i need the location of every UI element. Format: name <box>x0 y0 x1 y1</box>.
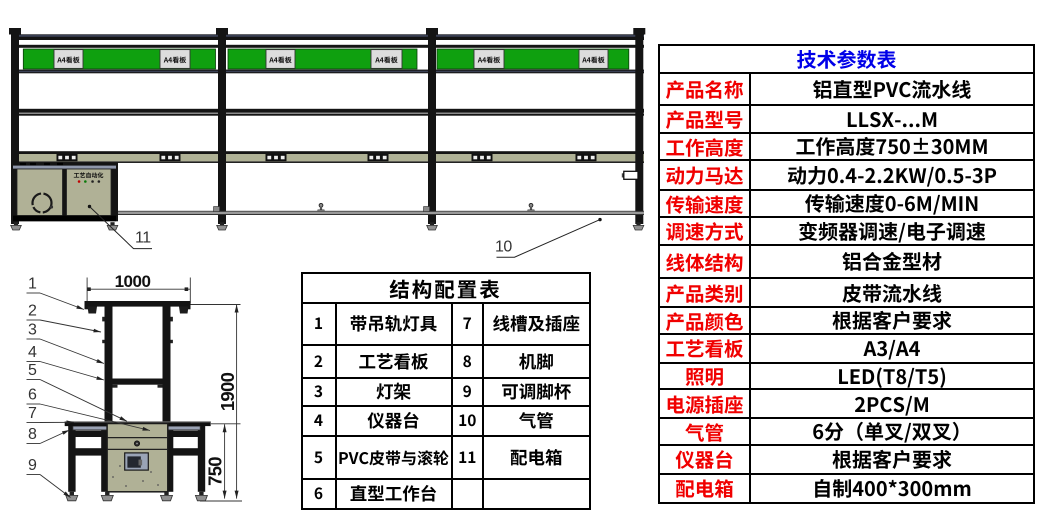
svg-text:8: 8 <box>28 426 37 443</box>
svg-text:A4看板: A4看板 <box>163 56 187 66</box>
svg-text:11: 11 <box>135 230 151 247</box>
svg-text:1900: 1900 <box>217 372 238 411</box>
svg-text:1000: 1000 <box>115 272 151 291</box>
svg-text:5: 5 <box>28 362 37 379</box>
svg-text:750: 750 <box>205 457 226 486</box>
svg-text:A4看板: A4看板 <box>374 56 398 66</box>
svg-text:1: 1 <box>28 276 37 293</box>
svg-text:10: 10 <box>495 239 512 256</box>
svg-text:4: 4 <box>28 344 37 361</box>
svg-text:A4看板: A4看板 <box>268 56 292 66</box>
svg-text:A4看板: A4看板 <box>581 56 605 66</box>
svg-text:A4看板: A4看板 <box>56 56 80 66</box>
svg-text:A4看板: A4看板 <box>477 56 501 66</box>
svg-text:2: 2 <box>28 303 37 320</box>
svg-text:9: 9 <box>28 457 37 474</box>
svg-text:7: 7 <box>28 405 37 422</box>
svg-text:工艺自动化: 工艺自动化 <box>73 171 103 180</box>
svg-text:6: 6 <box>28 387 37 404</box>
svg-text:3: 3 <box>28 322 37 339</box>
